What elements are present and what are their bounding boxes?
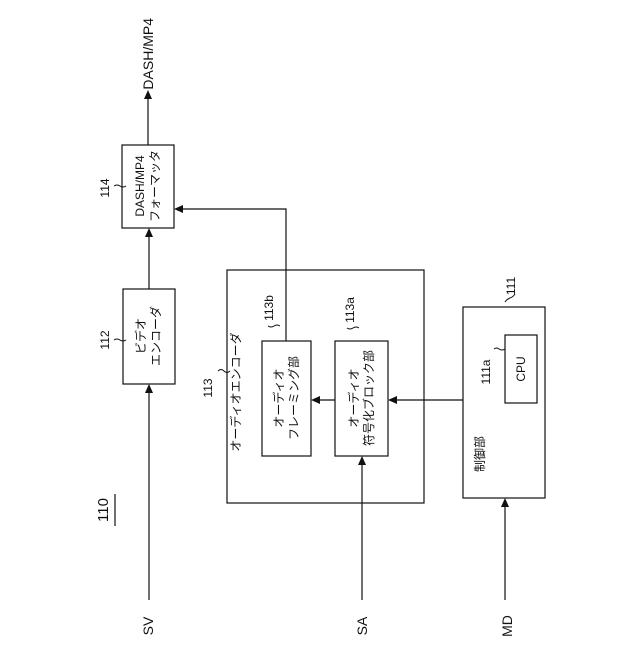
svg-text:フレーミング部: フレーミング部	[286, 356, 301, 440]
input-label-sv: SV	[140, 616, 156, 635]
svg-text:ビデオ: ビデオ	[133, 318, 148, 354]
formatter-label: DASH/MP4 フォーマッタ	[133, 150, 162, 222]
control-unit-label: 制御部	[472, 436, 487, 472]
svg-text:111a: 111a	[479, 359, 493, 384]
audio-coding-ref: 113a	[343, 297, 357, 323]
cpu-ref: 111a	[479, 359, 493, 384]
svg-text:符号化ブロック部: 符号化ブロック部	[361, 350, 376, 446]
svg-text:111: 111	[504, 277, 518, 296]
svg-text:114: 114	[98, 178, 112, 197]
framing-to-formatter-arrowhead	[174, 205, 183, 213]
input-label-sa: SA	[354, 616, 370, 635]
svg-text:オーディオエンコーダ: オーディオエンコーダ	[228, 332, 243, 451]
audio-framing-ref: 113b	[262, 295, 276, 321]
svg-text:113a: 113a	[343, 297, 357, 323]
audio-encoder-ref: 113	[201, 378, 215, 397]
sv-arrowhead	[145, 384, 153, 393]
svg-text:制御部: 制御部	[472, 436, 487, 472]
svg-text:オーディオ: オーディオ	[271, 368, 286, 427]
svg-text:エンコーダ: エンコーダ	[148, 306, 163, 366]
md-arrowhead	[501, 498, 509, 507]
output-label: DASH/MP4	[140, 18, 156, 90]
video-to-formatter-arrowhead	[145, 228, 153, 237]
video-encoder-ref: 112	[98, 330, 112, 349]
cpu-label: CPU	[514, 356, 528, 381]
audio-encoder-box	[227, 270, 424, 503]
audio-encoder-label: オーディオエンコーダ	[228, 332, 243, 451]
svg-text:フォーマッタ: フォーマッタ	[148, 150, 162, 222]
svg-text:MD: MD	[499, 615, 515, 637]
svg-text:オーディオ: オーディオ	[346, 368, 361, 427]
svg-text:SA: SA	[354, 616, 370, 635]
control-unit-ref: 111	[504, 277, 518, 296]
svg-text:CPU: CPU	[514, 356, 528, 381]
formatter-ref: 114	[98, 178, 112, 197]
input-label-md: MD	[499, 615, 515, 637]
svg-text:110: 110	[95, 498, 112, 522]
svg-text:DASH/MP4: DASH/MP4	[140, 18, 156, 90]
svg-text:113: 113	[201, 378, 215, 397]
svg-text:DASH/MP4: DASH/MP4	[133, 155, 147, 217]
figure-number: 110	[95, 494, 115, 526]
output-arrowhead	[144, 90, 152, 99]
svg-text:112: 112	[98, 330, 112, 349]
svg-text:SV: SV	[140, 616, 156, 635]
svg-text:113b: 113b	[262, 295, 276, 321]
